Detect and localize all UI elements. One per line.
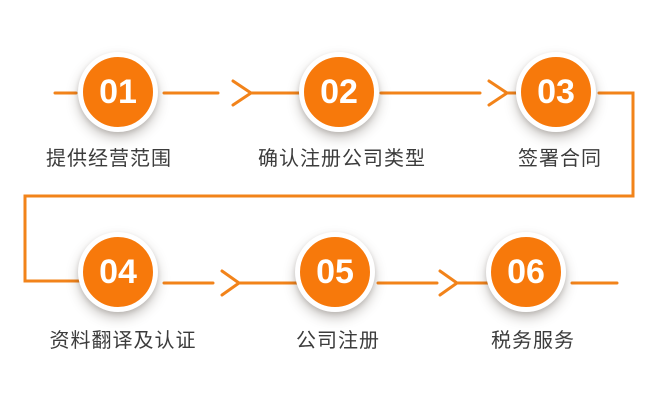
step-2-circle: 02 [299, 52, 379, 132]
step-1-number: 01 [99, 73, 137, 111]
connector-line-wrap-3-4 [23, 91, 635, 283]
step-3-label: 签署合同 [518, 148, 602, 170]
step-4: 04 资料翻译及认证 [50, 232, 196, 351]
arrow-chevron-icon [487, 79, 510, 107]
step-5-number: 05 [316, 253, 354, 291]
step-1-label: 提供经营范围 [46, 148, 172, 170]
step-5: 05 公司注册 [295, 232, 379, 351]
arrow-chevron-icon [438, 269, 460, 297]
step-6-label: 税务服务 [491, 330, 575, 352]
step-1: 01 提供经营范围 [46, 52, 171, 169]
step-4-label: 资料翻译及认证 [49, 330, 197, 352]
step-6-circle: 06 [486, 232, 566, 312]
step-6-number: 06 [507, 253, 545, 291]
step-3: 03 签署合同 [516, 52, 601, 169]
step-4-number: 04 [99, 253, 137, 291]
step-3-number: 03 [537, 73, 575, 111]
step-4-circle: 04 [78, 232, 158, 312]
step-2: 02 确认注册公司类型 [258, 52, 425, 169]
step-5-circle: 05 [295, 232, 375, 312]
step-3-circle: 03 [516, 52, 596, 132]
step-6: 06 税务服务 [486, 232, 574, 351]
step-2-number: 02 [320, 73, 358, 111]
arrow-chevron-icon [220, 269, 242, 297]
step-5-label: 公司注册 [296, 330, 380, 352]
step-1-circle: 01 [78, 52, 158, 132]
arrow-chevron-icon [231, 79, 254, 107]
step-2-label: 确认注册公司类型 [258, 148, 426, 170]
